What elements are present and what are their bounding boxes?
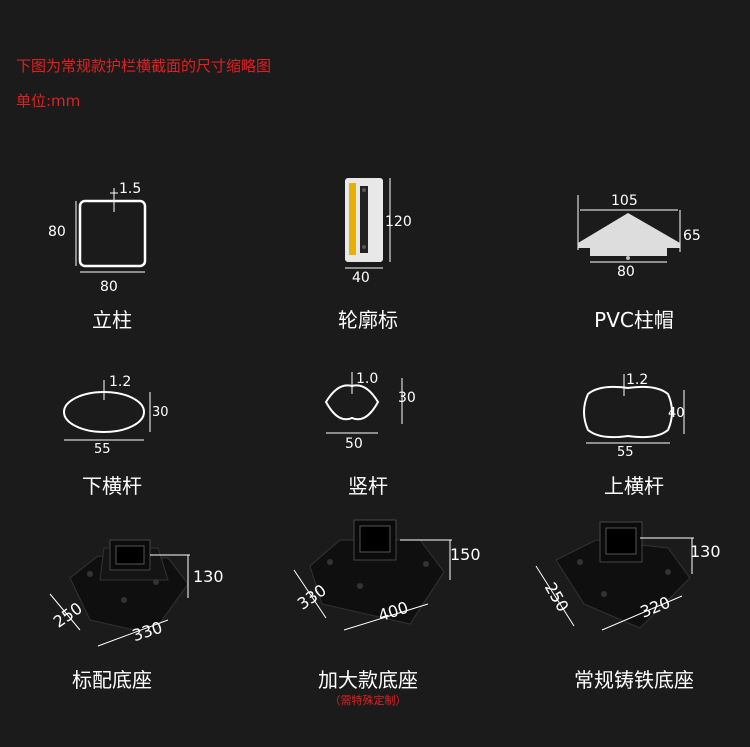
- lowerrail-dim-thickness: 1.2: [109, 374, 131, 390]
- largebase-dim-width: 400: [376, 598, 411, 626]
- label-post: 立柱: [92, 308, 132, 332]
- lowerrail-dim-height: 30: [152, 405, 169, 420]
- label-upright: 竖杆: [348, 474, 388, 498]
- label-marker: 轮廓标: [338, 308, 398, 332]
- label-std-base: 标配底座: [72, 668, 152, 692]
- label-cast-base: 常规铸铁底座: [574, 668, 694, 692]
- upperrail-dim-height: 40: [668, 406, 685, 421]
- post-dim-width: 80: [100, 279, 118, 295]
- upright-dim-thickness: 1.0: [356, 371, 378, 387]
- cap-dim-top: 105: [611, 193, 638, 209]
- castbase-dim-depth: 250: [541, 579, 573, 615]
- label-cap: PVC柱帽: [594, 308, 674, 332]
- large-base-note: （需特殊定制）: [329, 694, 407, 707]
- upright-dim-width: 50: [345, 436, 363, 452]
- stdbase-dim-width: 330: [130, 618, 165, 646]
- stdbase-dim-height: 130: [193, 567, 224, 586]
- largebase-dim-depth: 330: [294, 580, 330, 613]
- header-title: 下图为常规款护栏横截面的尺寸缩略图: [16, 57, 272, 75]
- post-dim-thickness: 1.5: [119, 181, 141, 197]
- marker-dim-width: 40: [352, 270, 370, 286]
- castbase-dim-height: 130: [690, 542, 721, 561]
- label-large-base: 加大款底座: [318, 668, 418, 692]
- cap-dim-height: 65: [683, 228, 701, 244]
- upperrail-dim-thickness: 1.2: [626, 372, 648, 388]
- stdbase-dim-depth: 250: [50, 598, 86, 631]
- label-lower-rail: 下横杆: [82, 474, 142, 498]
- largebase-dim-height: 150: [450, 545, 481, 564]
- lowerrail-dim-width: 55: [94, 442, 111, 457]
- post-dim-height: 80: [48, 224, 66, 240]
- marker-dim-height: 120: [385, 214, 412, 230]
- upperrail-dim-width: 55: [617, 445, 634, 460]
- label-upper-rail: 上横杆: [604, 474, 664, 498]
- cap-dim-bottom: 80: [617, 264, 635, 280]
- upright-dim-height: 30: [398, 390, 416, 406]
- castbase-dim-width: 320: [638, 593, 673, 622]
- header-unit: 单位:mm: [16, 92, 81, 110]
